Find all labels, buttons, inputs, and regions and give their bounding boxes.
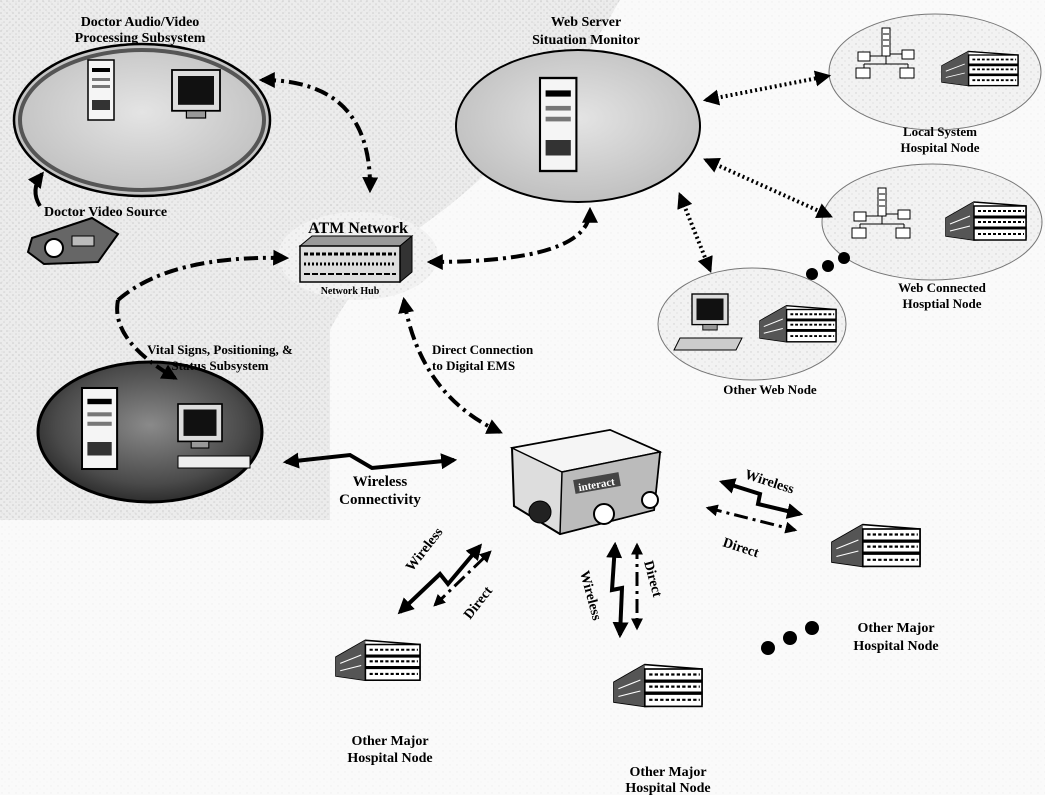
atm-network: ATM Network Network Hub: [278, 212, 438, 300]
hospital-middle-label-2: Hospital Node: [625, 781, 710, 795]
wireless-connectivity-label-1: Wireless: [353, 474, 408, 490]
hospital-node-right: Other Major Hospital Node: [761, 522, 939, 655]
webserver-otherweb-link: [677, 192, 713, 273]
webserver-local-link: [702, 70, 832, 106]
web-links: [677, 70, 833, 273]
web-connected-hospital-node: Web Connected Hosptial Node: [806, 163, 1043, 311]
hospital-left-label-1: Other Major: [351, 734, 428, 749]
vital-signs-subsystem: Vital Signs, Positioning, & Status Subsy…: [36, 342, 293, 504]
direct-connection-label-1: Direct Connection: [432, 342, 534, 357]
right-hospital-wireless-link: [718, 478, 804, 519]
local-system-hospital-node: Local System Hospital Node: [828, 13, 1042, 155]
other-web-node-label: Other Web Node: [723, 382, 817, 397]
web-connected-label-1: Web Connected: [898, 280, 987, 295]
atm-network-label: ATM Network: [308, 220, 408, 237]
other-web-node: Other Web Node: [657, 267, 847, 397]
hospital-middle-label-1: Other Major: [629, 765, 706, 780]
local-system-label-1: Local System: [903, 124, 977, 139]
doctor-video-source: Doctor Video Source: [26, 171, 167, 266]
atm-ambulance-direct-link: [398, 296, 503, 434]
server-tower-icon: [538, 76, 578, 173]
atm-webserver-link: [426, 206, 598, 270]
local-system-label-2: Hospital Node: [900, 140, 979, 155]
keyboard-icon: [177, 455, 251, 469]
left-hospital-wireless-link: [397, 543, 483, 615]
hospital-right-label-1: Other Major: [857, 621, 934, 636]
vital-signs-label-2: Status Subsystem: [171, 358, 268, 373]
web-server-situation-monitor: Web Server Situation Monitor: [455, 15, 701, 203]
vital-signs-tower-icon: [80, 386, 119, 471]
hospital-left-label-2: Hospital Node: [347, 751, 432, 766]
vital-signs-label-1: Vital Signs, Positioning, &: [147, 342, 293, 357]
wireless-arrows: [282, 452, 804, 639]
other-web-monitor-icon: [691, 293, 729, 331]
wireless-connectivity-label-2: Connectivity: [339, 492, 421, 508]
web-server-label-2: Situation Monitor: [532, 33, 640, 48]
doctor-video-source-label: Doctor Video Source: [44, 205, 167, 220]
right-hospital-direct-link: [705, 504, 798, 534]
hospital-node-middle: Other Major Hospital Node: [612, 662, 711, 795]
workstation-monitor-icon: [171, 69, 221, 119]
web-connected-label-2: Hosptial Node: [902, 296, 981, 311]
network-hub-label: Network Hub: [321, 286, 380, 297]
av-atm-link: [258, 72, 379, 194]
vital-signs-monitor-icon: [177, 403, 223, 449]
hospital-node-left: Other Major Hospital Node: [334, 638, 433, 766]
doctor-av-label-2: Processing Subsystem: [75, 31, 206, 46]
doctor-av-label-1: Doctor Audio/Video: [81, 15, 200, 30]
middle-hospital-wireless-link: [606, 541, 629, 639]
network-hub-icon: [298, 234, 414, 284]
camera-vital-link: [115, 299, 178, 380]
workstation-tower-icon: [87, 59, 115, 121]
video-to-av-arrow: [27, 171, 44, 208]
vital-ambulance-wireless-link: [282, 452, 458, 471]
ambulance: interact: [509, 428, 663, 536]
web-server-label-1: Web Server: [551, 15, 621, 30]
hospital-right-label-2: Hospital Node: [853, 639, 938, 654]
doctor-av-subsystem: Doctor Audio/Video Processing Subsystem: [12, 15, 272, 198]
direct-connection-label-2: to Digital EMS: [432, 358, 515, 373]
